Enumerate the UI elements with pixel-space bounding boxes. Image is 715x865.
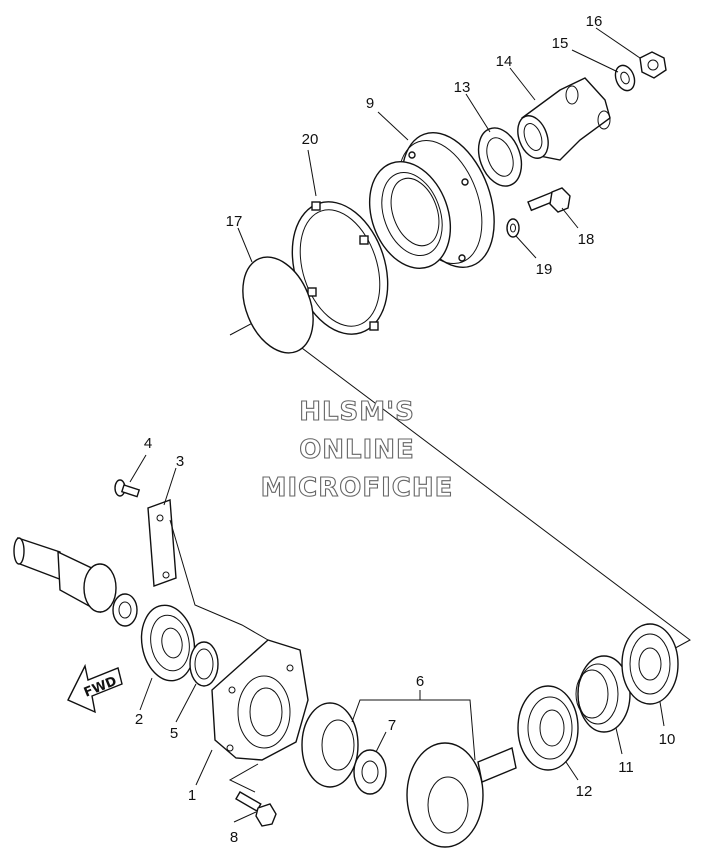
callout-1: 1 [188,787,196,804]
callout-10: 10 [659,731,676,748]
part-12-bearing [517,685,579,771]
watermark: HLSM'S ONLINE MICROFICHE [260,396,454,503]
callout-7: 7 [388,717,396,734]
callout-labels: 1 2 3 4 5 6 7 8 9 10 11 12 13 14 15 16 1… [135,13,676,846]
callout-19: 19 [536,261,553,278]
callout-17: 17 [226,213,243,230]
part-10-bearing [621,623,679,705]
part-15-washer [614,64,636,92]
callout-20: 20 [302,131,319,148]
callout-11: 11 [618,759,634,776]
watermark-line-1: HLSM'S [299,397,415,427]
callout-5: 5 [170,725,178,742]
part-3-plate [147,499,177,587]
part-17-plate [242,256,314,354]
drive-shaft [13,537,138,627]
part-19-washer [506,218,520,238]
watermark-line-3: MICROFICHE [261,473,454,503]
callout-3: 3 [176,453,184,470]
part-14-yoke [517,77,611,161]
assembly-line [229,317,691,653]
part-8-bolt [235,791,277,827]
callout-16: 16 [586,13,603,30]
watermark-line-2: ONLINE [299,435,415,465]
part-2-bearing [140,604,196,682]
part-6-gear-set [301,699,517,848]
callout-12: 12 [576,783,593,800]
callout-14: 14 [496,53,513,70]
part-18-bolt [527,187,571,213]
callout-2: 2 [135,711,143,728]
callout-4: 4 [144,435,152,452]
part-4-screw [114,479,141,498]
callout-9: 9 [366,95,374,112]
part-16-nut [639,51,667,79]
callout-15: 15 [552,35,569,52]
part-11-retainer [575,655,631,733]
callout-8: 8 [230,829,238,846]
leader-lines [129,27,665,823]
part-20-gasket [291,201,389,335]
callout-6: 6 [416,673,424,690]
part-9-housing [368,131,495,269]
part-7-nut [353,749,387,795]
forward-arrow-icon: FWD [67,663,123,714]
callout-13: 13 [454,79,471,96]
part-5-shim [189,641,219,687]
callout-18: 18 [578,231,595,248]
part-13-seal [477,127,523,187]
part-1-housing [169,519,309,761]
